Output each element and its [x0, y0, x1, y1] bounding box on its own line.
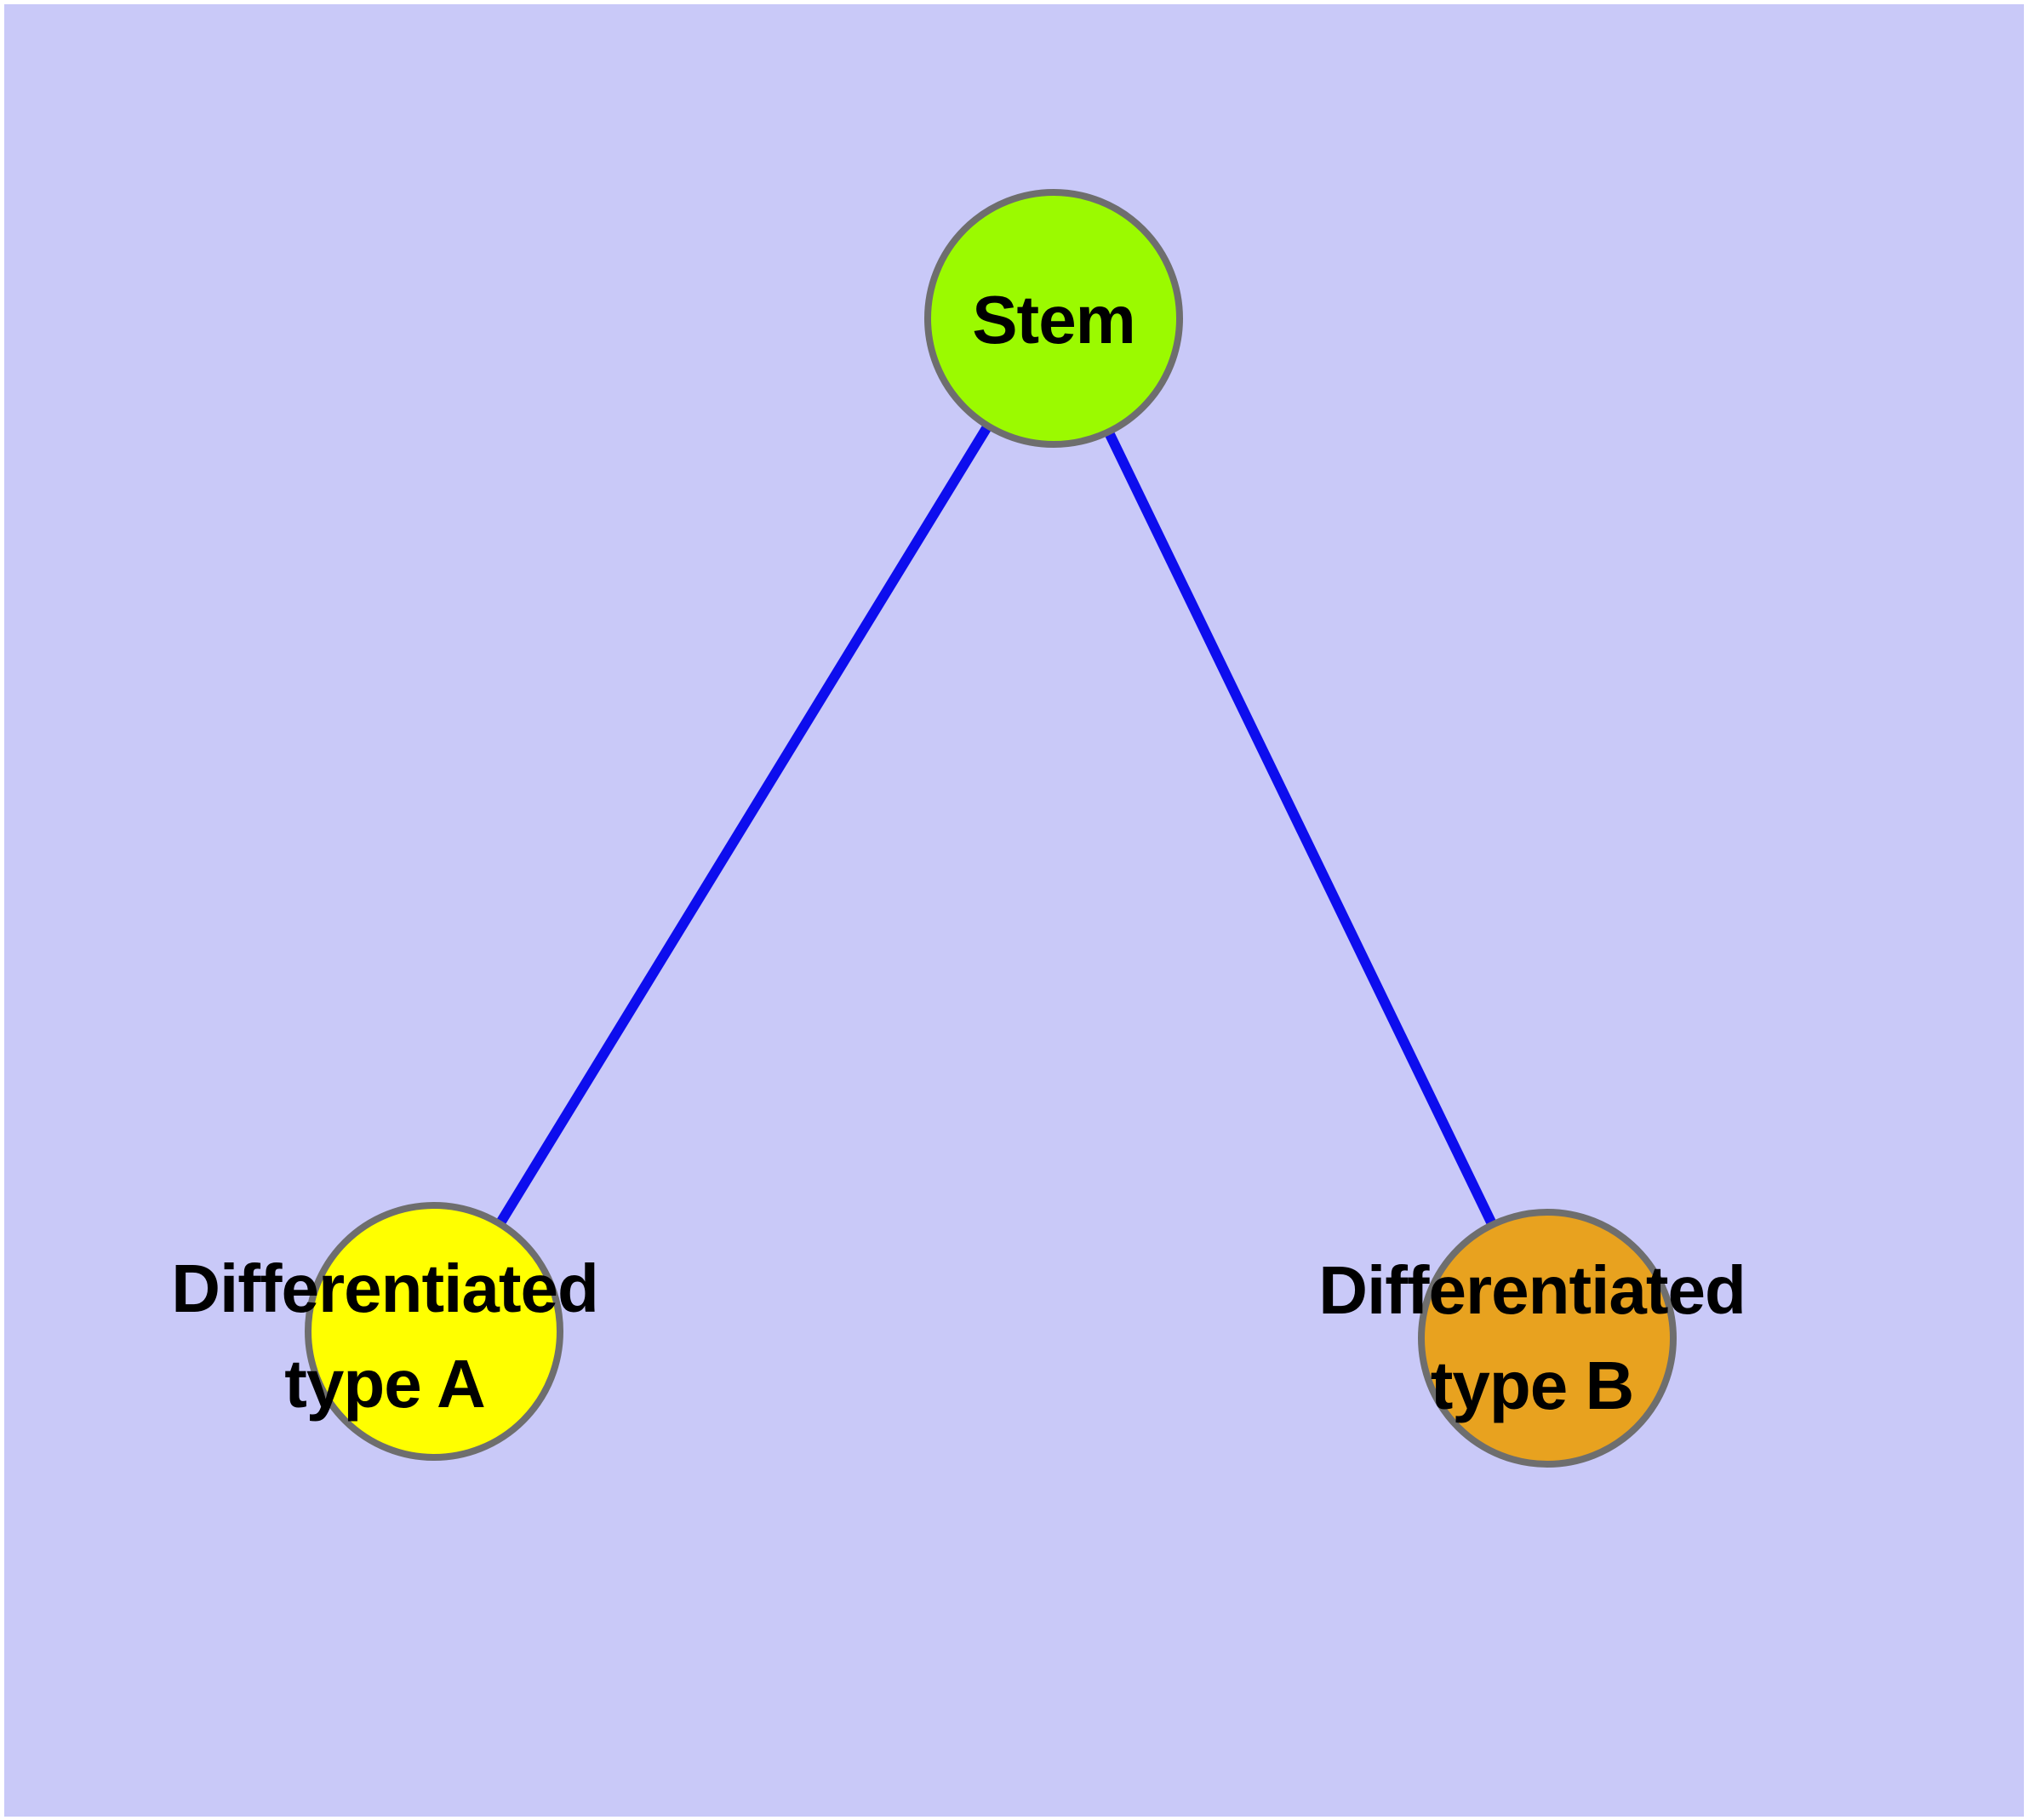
- edge-stem-to-type-a: [429, 315, 1059, 1335]
- node-type-b-circle: [1418, 1209, 1677, 1468]
- node-type-a-circle: [305, 1202, 563, 1461]
- node-stem-circle: [924, 189, 1183, 448]
- edge-stem-to-type-b: [1049, 316, 1552, 1341]
